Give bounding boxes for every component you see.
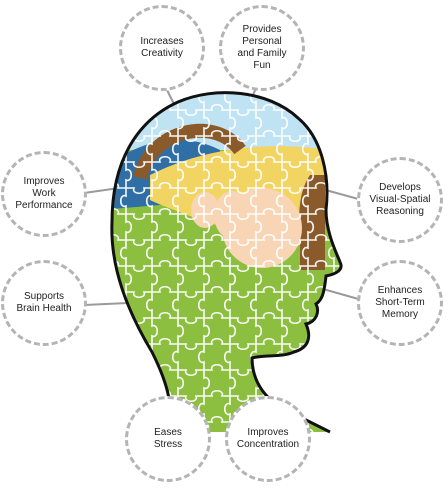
bubble-concentration-label: Improves Concentration bbox=[236, 427, 300, 450]
head-outline bbox=[110, 91, 343, 434]
bubble-memory: Enhances Short-Term Memory bbox=[357, 260, 443, 346]
puzzle-seam-v bbox=[171, 92, 185, 432]
puzzle-head bbox=[111, 92, 342, 432]
bubble-visual-spatial: Develops Visual-Spatial Reasoning bbox=[357, 157, 443, 243]
bubble-concentration: Improves Concentration bbox=[225, 396, 311, 482]
bubble-stress-label: Eases Stress bbox=[153, 427, 183, 450]
bubble-work-label: Improves Work Performance bbox=[15, 176, 73, 211]
bubble-fun: Provides Personal and Family Fun bbox=[219, 5, 305, 91]
face-hand bbox=[191, 192, 219, 228]
bubble-visual-spatial-label: Develops Visual-Spatial Reasoning bbox=[369, 182, 431, 217]
puzzle-seam-v bbox=[197, 92, 211, 432]
bubble-work: Improves Work Performance bbox=[1, 151, 87, 237]
bubble-creativity: Increases Creativity bbox=[119, 5, 205, 91]
bubble-stress: Eases Stress bbox=[125, 396, 211, 482]
bubble-fun-label: Provides Personal and Family Fun bbox=[237, 24, 287, 71]
bubble-brain-health: Supports Brain Health bbox=[1, 260, 87, 346]
bubble-brain-health-label: Supports Brain Health bbox=[16, 291, 72, 314]
bubble-memory-label: Enhances Short-Term Memory bbox=[375, 285, 425, 320]
puzzle-grid bbox=[111, 92, 342, 432]
puzzle-seam-v bbox=[223, 92, 237, 432]
bubble-creativity-label: Increases Creativity bbox=[140, 36, 184, 59]
face-cheek bbox=[214, 191, 250, 239]
